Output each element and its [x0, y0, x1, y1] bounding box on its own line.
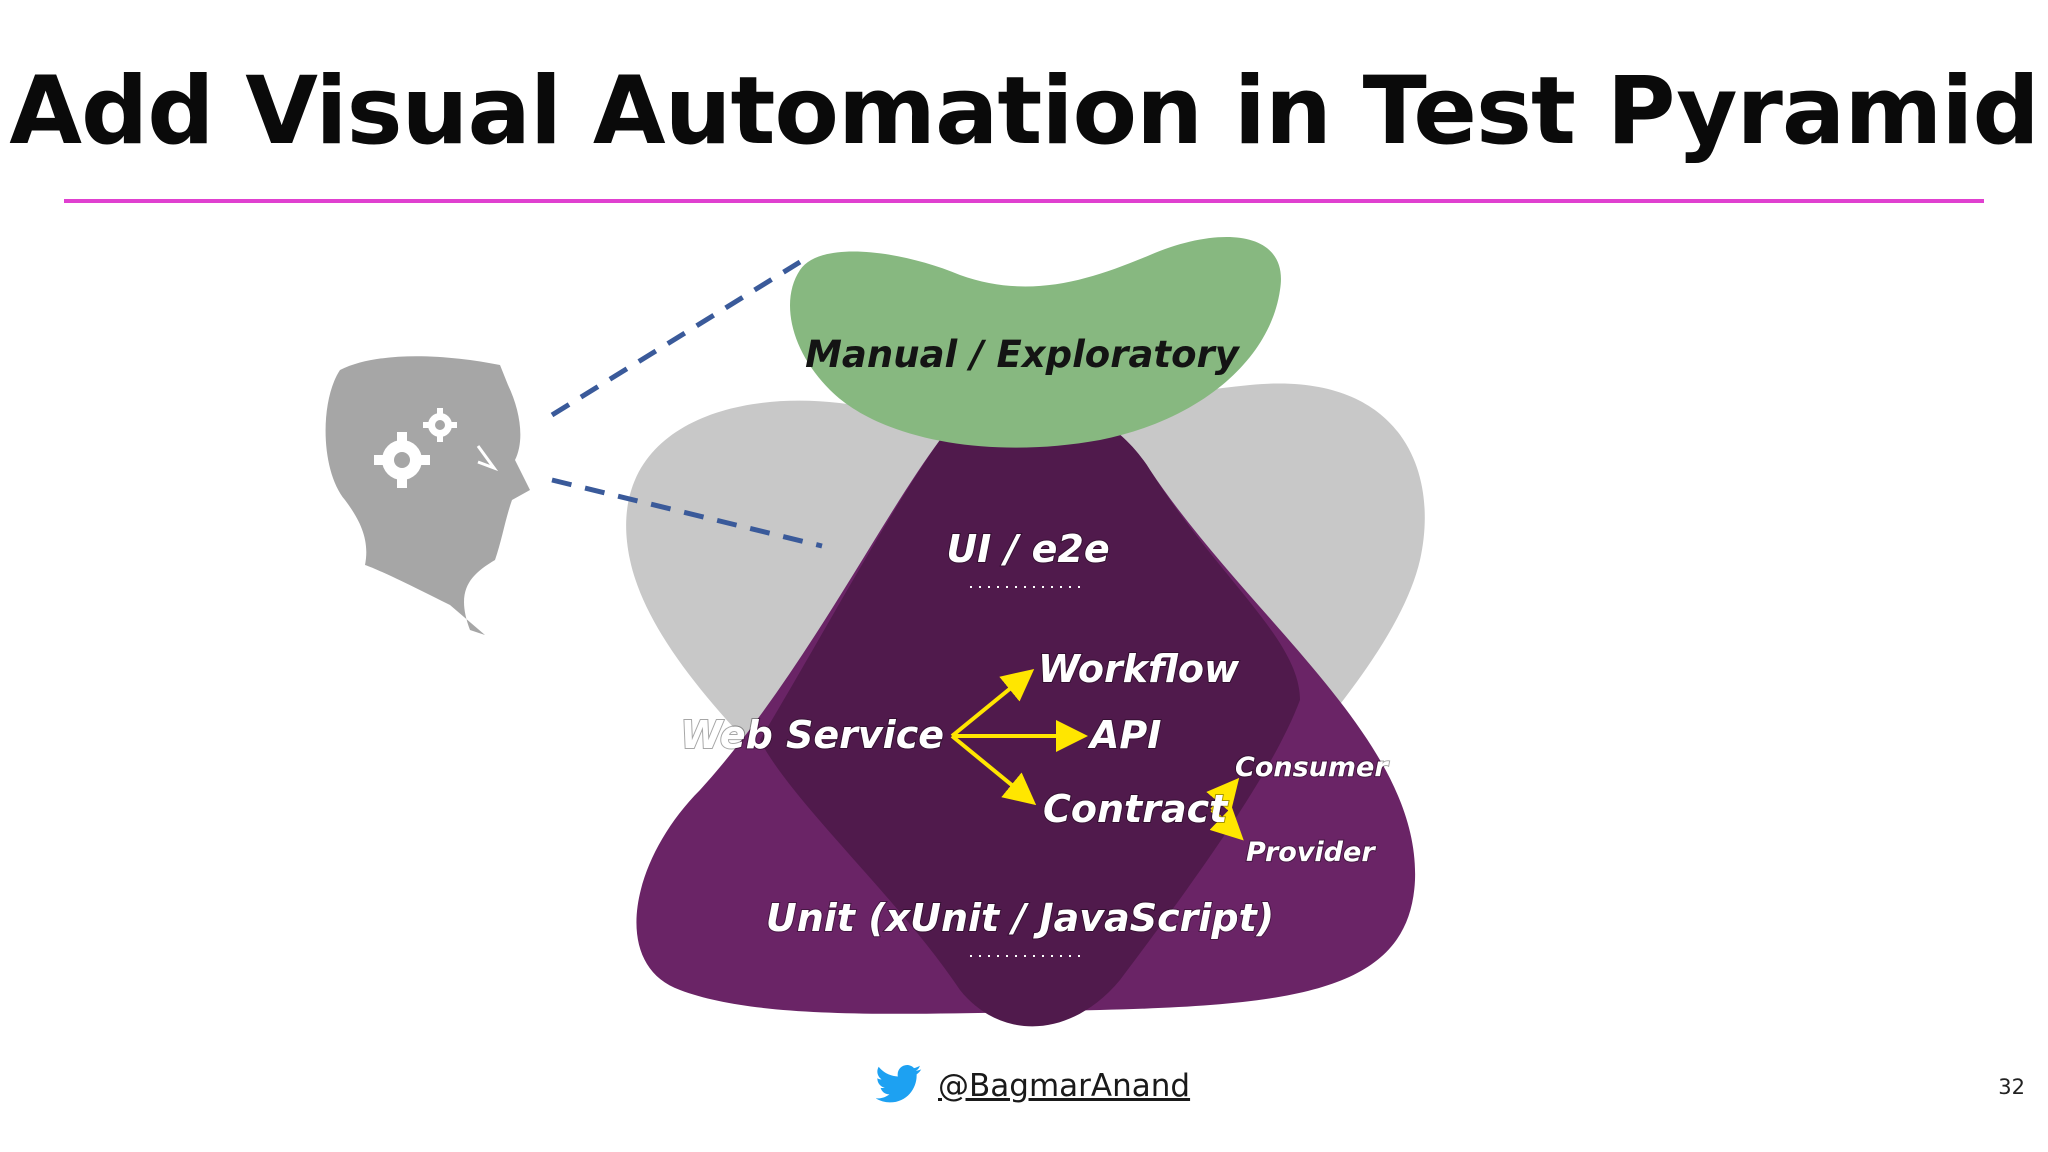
page-number: 32 [1998, 1075, 2025, 1099]
gear-icon [423, 408, 457, 442]
gear-icon [374, 432, 430, 488]
twitter-bird-icon [875, 1064, 922, 1108]
contract-label: Contract [1043, 787, 1229, 831]
manual-exploratory-label: Manual / Exploratory [805, 333, 1241, 376]
unit-label: Unit (xUnit / JavaScript) [766, 896, 1274, 940]
api-label: API [1087, 713, 1161, 757]
dashed-sight-line-upper [550, 259, 802, 418]
footer-handle: @BagmarAnand [875, 1063, 1191, 1109]
workflow-label: Workflow [1038, 647, 1240, 691]
consumer-label: Consumer [1235, 752, 1389, 783]
twitter-handle-link[interactable]: @BagmarAnand [938, 1068, 1191, 1104]
slide-title: Add Visual Automation in Test Pyramid [9, 57, 2040, 166]
ui-e2e-label: UI / e2e [946, 527, 1109, 571]
title-divider [64, 199, 1984, 203]
yellow-arrows [950, 668, 1244, 841]
dark-overlap-triangle [760, 401, 1300, 1027]
provider-label: Provider [1246, 837, 1376, 868]
web-service-label: Web Service [680, 713, 944, 757]
head-with-gears-icon [325, 356, 530, 635]
dashed-sight-line-lower [551, 477, 823, 549]
manual-exploratory-blob [790, 237, 1281, 448]
